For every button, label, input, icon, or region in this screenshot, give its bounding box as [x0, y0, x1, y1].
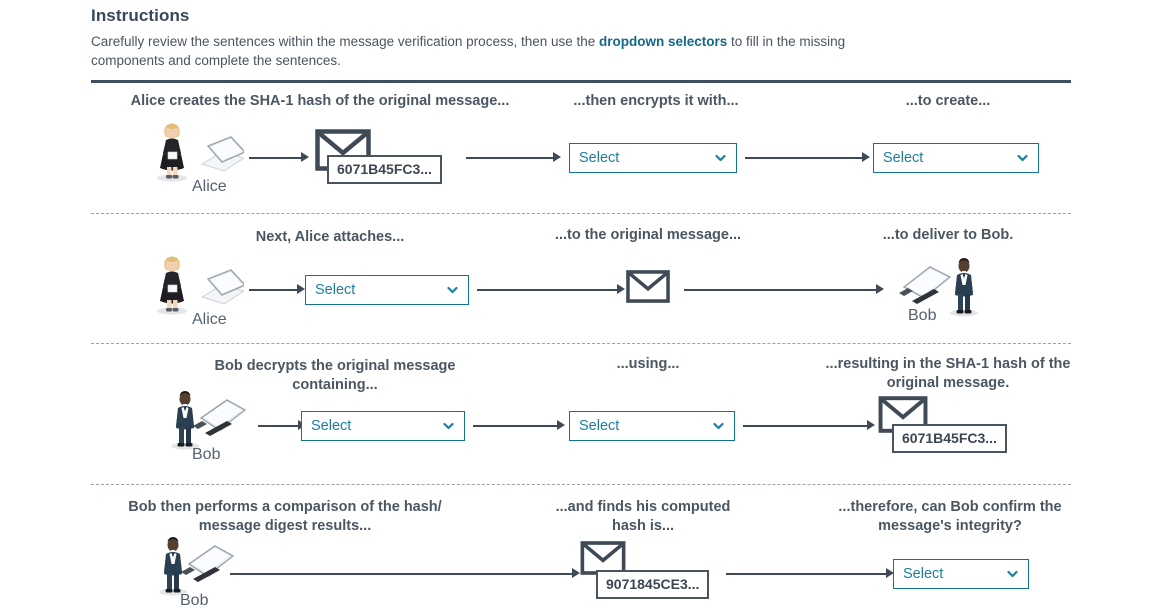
row-2-caption-3: ...to deliver to Bob.	[882, 227, 1014, 243]
hash-badge-row4: 9071845CE3...	[596, 570, 710, 599]
instructions-text-before: Carefully review the sentences within th…	[91, 34, 600, 49]
row-3-arrow-1	[258, 420, 306, 432]
envelope-icon-row1	[315, 129, 371, 171]
row-4-arrow-2	[726, 568, 894, 580]
select-attach-item-value: Select	[315, 282, 356, 298]
chevron-down-icon	[715, 153, 726, 164]
header-divider	[91, 80, 1071, 83]
hash-badge-row3: 6071B45FC3...	[892, 424, 1007, 453]
hash-badge-row1: 6071B45FC3...	[327, 155, 442, 184]
envelope-icon-row4	[580, 541, 626, 575]
bob-label-row4: Bob	[180, 592, 209, 609]
bob-label-row2: Bob	[908, 307, 937, 324]
row-2-caption-1: Next, Alice attaches...	[255, 229, 405, 245]
chevron-down-icon	[443, 421, 454, 432]
row-separator-3	[91, 484, 1071, 485]
bob-figure	[157, 388, 253, 450]
select-decrypt-key[interactable]: Select	[569, 411, 735, 441]
chevron-down-icon	[1007, 569, 1018, 580]
row-2-arrow-2	[477, 284, 625, 296]
bob-figure	[145, 534, 241, 596]
row-separator-2	[91, 343, 1071, 344]
select-create-result[interactable]: Select	[873, 143, 1039, 173]
row-1-arrow-2	[466, 152, 561, 164]
row-1-arrow-1	[249, 152, 309, 164]
row-separator-1	[91, 213, 1071, 214]
select-decrypt-key-value: Select	[579, 418, 620, 434]
select-integrity-confirm[interactable]: Select	[893, 559, 1029, 589]
select-encrypt-key-value: Select	[579, 150, 620, 166]
instructions-block: Instructions Carefully review the senten…	[91, 6, 1071, 70]
select-attach-item[interactable]: Select	[305, 275, 469, 305]
row-2-arrow-3	[684, 284, 884, 296]
row-1-caption-3: ...to create...	[905, 93, 991, 109]
page-title: Instructions	[91, 6, 190, 25]
row-3-caption-3: ...resulting in the SHA-1 hash of the or…	[825, 356, 1071, 391]
row-3-arrow-2	[473, 420, 565, 432]
row-2-caption-2: ...to the original message...	[554, 227, 742, 243]
select-integrity-confirm-value: Select	[903, 566, 944, 582]
chevron-down-icon	[447, 285, 458, 296]
instructions-text-after: to fill in the missing components and co…	[91, 34, 846, 68]
select-create-result-value: Select	[883, 150, 924, 166]
select-encrypt-key[interactable]: Select	[569, 143, 737, 173]
row-3-caption-2: ...using...	[616, 356, 680, 372]
chevron-down-icon	[1017, 153, 1028, 164]
alice-figure	[148, 120, 244, 182]
row-1-caption-1: Alice creates the SHA-1 hash of the orig…	[130, 93, 510, 109]
bob-label-row3: Bob	[192, 446, 221, 463]
row-1-caption-2: ...then encrypts it with...	[573, 93, 739, 109]
alice-label-row2: Alice	[192, 311, 227, 328]
row-4-caption-2: ...and finds his computed hash is...	[555, 499, 731, 534]
row-2-arrow-1	[249, 284, 305, 296]
row-4-caption-3: ...therefore, can Bob confirm the messag…	[838, 499, 1062, 534]
chevron-down-icon	[713, 421, 724, 432]
instructions-text: Carefully review the sentences within th…	[91, 32, 921, 70]
bob-figure	[896, 255, 992, 317]
row-4-arrow-1	[230, 568, 580, 580]
envelope-icon-row2	[626, 270, 670, 303]
dropdown-selectors-emphasis: dropdown selectors	[599, 34, 728, 49]
select-decrypt-content-value: Select	[311, 418, 352, 434]
row-3-caption-1: Bob decrypts the original message contai…	[214, 358, 456, 393]
row-4-caption-1: Bob then performs a comparison of the ha…	[128, 499, 442, 534]
alice-figure	[148, 253, 244, 315]
row-3-arrow-3	[743, 420, 875, 432]
alice-label-row1: Alice	[192, 178, 227, 195]
row-1-arrow-3	[745, 152, 870, 164]
select-decrypt-content[interactable]: Select	[301, 411, 465, 441]
